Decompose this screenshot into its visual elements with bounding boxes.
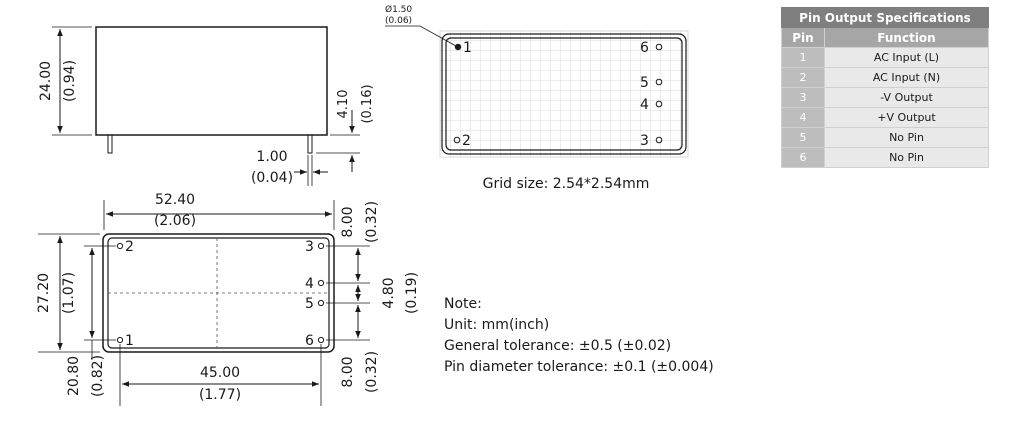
bottom-pin-4-hole	[317, 279, 325, 287]
pin-width-in: (0.04)	[251, 170, 293, 186]
table-cell-function: -V Output	[824, 87, 989, 108]
grid-pin-5-label: 5	[640, 75, 649, 91]
table-header-pin: Pin	[781, 27, 825, 48]
bottom-view: 2 1 3 4 5 6 52.40 (2.06) 27.20 (1.07) 20…	[36, 192, 420, 406]
bottom-pin-1-label: 1	[125, 333, 134, 349]
table-row: 3 -V Output	[781, 87, 989, 108]
bottom-pitch-mm: 45.00	[200, 365, 240, 381]
grid-pin-3-label: 3	[640, 133, 649, 149]
side-height-in: (0.94)	[62, 60, 78, 102]
grid-pin-2-label: 2	[462, 133, 471, 149]
grid-size-caption: Grid size: 2.54*2.54mm	[483, 176, 650, 192]
right-mid-in: (0.19)	[404, 272, 420, 314]
table-cell-function: No Pin	[824, 127, 989, 148]
table-cell-function: +V Output	[824, 107, 989, 128]
bottom-pin-6-hole	[317, 336, 325, 344]
grid-pin-1-hole	[454, 43, 462, 51]
bottom-pin-6-label: 6	[305, 333, 314, 349]
side-view: 24.00 (0.94) 4.10 (0.16) 1.00 (0.04)	[38, 26, 375, 186]
bottom-inner-width-mm: 20.80	[66, 356, 82, 396]
bottom-pin-4-label: 4	[305, 276, 314, 292]
right-bot-in: (0.32)	[364, 351, 380, 393]
right-top-in: (0.32)	[364, 201, 380, 243]
grid-outline-outer	[441, 33, 687, 155]
bottom-pitch-in: (1.77)	[199, 387, 241, 403]
bottom-pin-3-hole	[317, 242, 325, 250]
table-cell-pin: 1	[781, 47, 825, 68]
table-row: 4 +V Output	[781, 107, 989, 128]
table-cell-pin: 3	[781, 87, 825, 108]
table-row: 6 No Pin	[781, 147, 989, 168]
table-cell-pin: 6	[781, 147, 825, 168]
grid-pin-5-hole	[655, 78, 663, 86]
grid-pin-6-hole	[655, 43, 663, 51]
grid-pin-4-hole	[655, 100, 663, 108]
bottom-length-in: (2.06)	[154, 213, 196, 229]
note-line-general-tolerance: General tolerance: ±0.5 (±0.02)	[444, 338, 672, 354]
table-cell-pin: 4	[781, 107, 825, 128]
module-body-side	[95, 26, 328, 136]
grid-background	[439, 30, 689, 158]
table-cell-function: AC Input (L)	[824, 47, 989, 68]
grid-pin-2-hole	[453, 136, 461, 144]
pin-length-in: (0.16)	[360, 84, 375, 123]
bottom-pin-5-hole	[317, 299, 325, 307]
grid-pin-6-label: 6	[640, 40, 649, 56]
note-title: Note:	[444, 296, 482, 312]
bottom-outline-outer	[102, 233, 335, 353]
table-title: Pin Output Specifications	[781, 7, 989, 28]
side-height-mm: 24.00	[38, 61, 54, 101]
pin-grid-view: Ø1.50 (0.06) 1 2 3 4 5 6 Grid size: 2.54…	[385, 4, 689, 192]
table-row: 1 AC Input (L)	[781, 47, 989, 68]
grid-pin-1-label: 1	[463, 40, 472, 56]
table-row: 2 AC Input (N)	[781, 67, 989, 88]
table-cell-pin: 5	[781, 127, 825, 148]
pin-diameter-mm: Ø1.50	[385, 4, 412, 15]
right-bot-mm: 8.00	[340, 356, 356, 387]
note-line-unit: Unit: mm(inch)	[444, 317, 550, 333]
bottom-inner-width-in: (0.82)	[90, 355, 106, 397]
pin-width-mm: 1.00	[256, 149, 287, 165]
side-pin-left	[107, 134, 113, 154]
bottom-pin-3-label: 3	[305, 239, 314, 255]
bottom-length-mm: 52.40	[155, 192, 195, 208]
pin-diameter-in: (0.06)	[385, 16, 412, 26]
right-mid-mm: 4.80	[381, 277, 397, 308]
grid-outline-inner	[445, 37, 683, 151]
grid-pin-3-hole	[655, 136, 663, 144]
note-line-pin-tolerance: Pin diameter tolerance: ±0.1 (±0.004)	[444, 359, 714, 375]
table-header-function: Function	[824, 27, 989, 48]
grid-pin-4-label: 4	[640, 97, 649, 113]
table-cell-function: AC Input (N)	[824, 67, 989, 88]
bottom-pin-2-label: 2	[125, 239, 134, 255]
bottom-width-in: (1.07)	[61, 272, 77, 314]
bottom-width-mm: 27.20	[36, 273, 52, 313]
table-cell-function: No Pin	[824, 147, 989, 168]
pin-length-mm: 4.10	[336, 90, 351, 119]
side-pin-right	[307, 134, 313, 154]
bottom-pin-2-hole	[116, 242, 124, 250]
pin-output-table: Pin Output Specifications Pin Function 1…	[781, 7, 989, 168]
right-top-mm: 8.00	[340, 206, 356, 237]
bottom-pin-5-label: 5	[305, 296, 314, 312]
table-cell-pin: 2	[781, 67, 825, 88]
note-block: Note: Unit: mm(inch) General tolerance: …	[444, 294, 714, 378]
table-row: 5 No Pin	[781, 127, 989, 148]
bottom-pin-1-hole	[116, 336, 124, 344]
